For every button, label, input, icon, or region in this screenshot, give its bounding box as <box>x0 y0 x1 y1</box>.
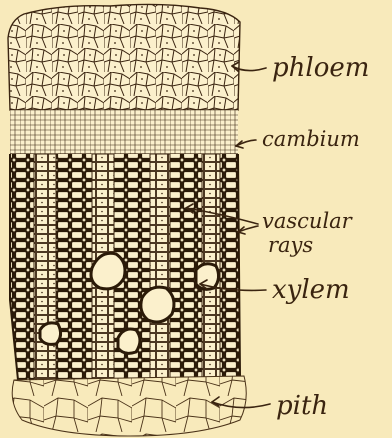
label-phloem: phloem <box>272 53 369 83</box>
label-rays: rays <box>268 233 313 257</box>
label-cambium: cambium <box>262 127 360 151</box>
vascular-ray <box>34 154 56 380</box>
xylem-region <box>10 154 242 380</box>
label-xylem: xylem <box>272 275 350 305</box>
phloem-region <box>8 4 240 110</box>
label-vascular: vascular <box>262 209 354 233</box>
xylem-vessel <box>40 323 61 345</box>
cambium-band <box>10 110 238 154</box>
xylem-vessel <box>141 287 174 322</box>
label-pith: pith <box>276 391 328 421</box>
vascular-ray <box>150 154 170 380</box>
pith-region <box>12 376 246 436</box>
xylem-vessel <box>91 253 125 289</box>
xylem-vessel <box>118 329 140 353</box>
